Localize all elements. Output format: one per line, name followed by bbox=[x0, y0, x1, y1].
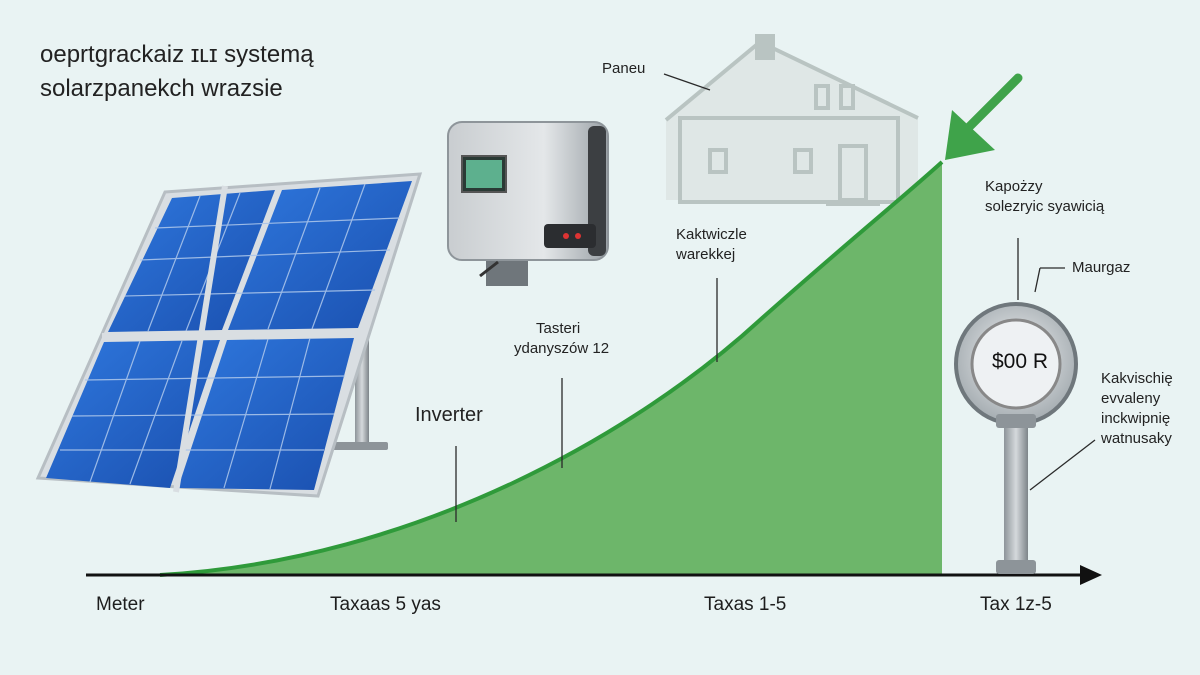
label-kaktwiczle-line1: Kaktwiczle bbox=[676, 226, 747, 243]
label-kakvischie-line1: Kakvischię bbox=[1101, 370, 1173, 387]
meter-illustration bbox=[954, 302, 1078, 574]
growth-curve bbox=[159, 160, 944, 577]
label-kaktwiczle-line2: warekkej bbox=[676, 246, 736, 263]
solar-panel-illustration bbox=[35, 172, 423, 498]
label-tasteri-line1: Tasteri bbox=[536, 320, 581, 337]
growth-area bbox=[160, 162, 942, 575]
label-kapozzy-line1: Kapożzy bbox=[985, 178, 1043, 195]
inverter-illustration bbox=[447, 121, 609, 286]
axis-label-meter: Meter bbox=[96, 594, 145, 615]
axis-label-taxas-5: Taxaas 5 yas bbox=[330, 594, 441, 615]
leader-lines bbox=[455, 73, 1096, 522]
page-title: oeprtgrackaiz ɪʟɪ systemą solarzpanekch … bbox=[40, 38, 314, 106]
meter-display-value: $00 R bbox=[991, 350, 1049, 373]
label-kapozzy-line2: solezryic syawicią bbox=[985, 198, 1105, 215]
label-tasteri-line2: ydanyszów 12 bbox=[514, 340, 610, 357]
label-kakvischie-line2: evvaleny bbox=[1101, 390, 1161, 407]
x-axis-arrow bbox=[86, 565, 1102, 585]
label-kakvischie-line3: inckwipnię bbox=[1101, 410, 1171, 427]
label-maurgaz: Maurgaz bbox=[1072, 259, 1131, 276]
green-arrow-icon bbox=[945, 73, 1023, 160]
title-line-2: solarzpanekch wrazsie bbox=[40, 75, 283, 102]
label-paneu: Paneu bbox=[602, 60, 646, 77]
label-kakvischie-line4: watnusaky bbox=[1101, 430, 1172, 447]
label-inverter: Inverter bbox=[415, 404, 483, 426]
axis-label-taxas-1-5: Taxas 1-5 bbox=[704, 594, 787, 615]
axis-label-tax-1z-5: Tax 1z-5 bbox=[980, 594, 1052, 615]
title-line-1: oeprtgrackaiz ɪʟɪ systemą bbox=[40, 41, 314, 68]
house-illustration bbox=[664, 34, 919, 206]
